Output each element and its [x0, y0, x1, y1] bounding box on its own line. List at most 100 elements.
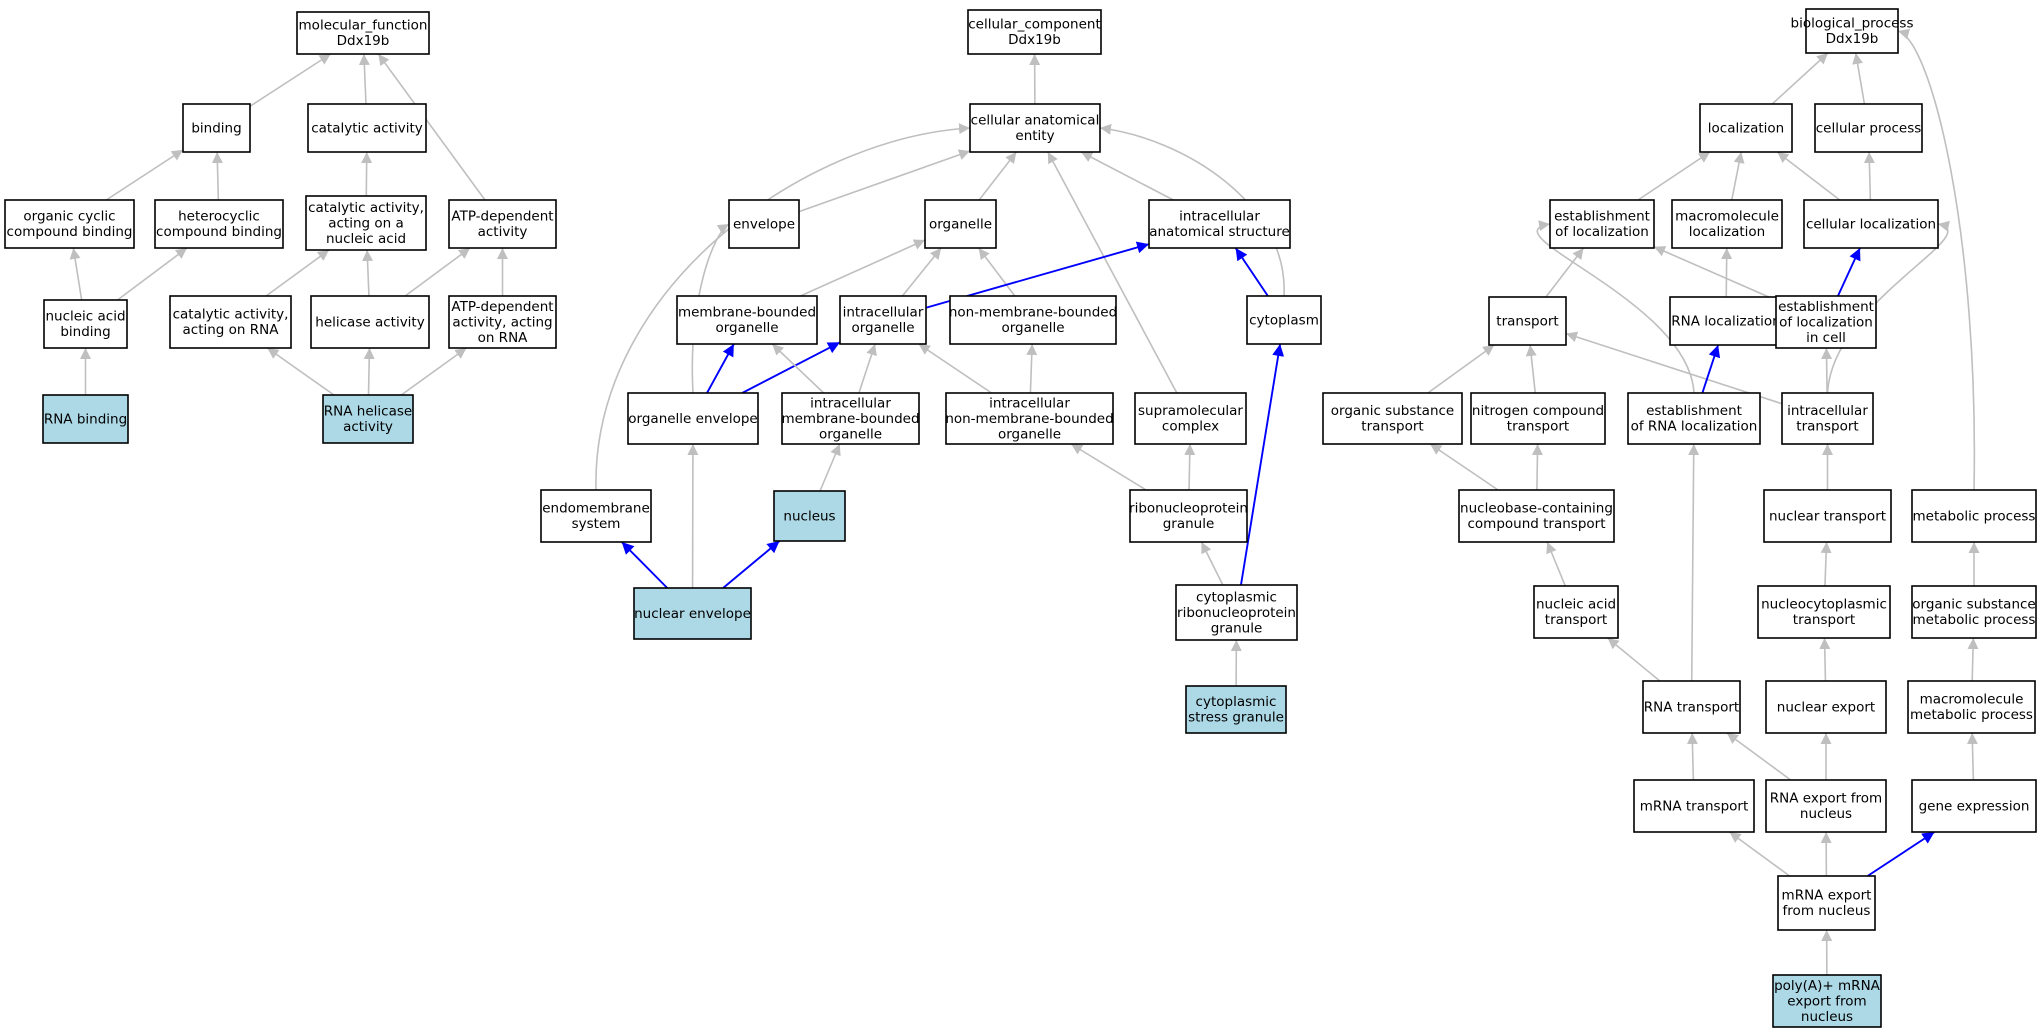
- edge-nucleus-to-intra-membrane: [819, 443, 841, 492]
- edge-cellular-process-to-bp-root: [1852, 52, 1866, 105]
- node-box: [310, 295, 430, 349]
- node-label-line: on RNA: [478, 330, 529, 346]
- node-box: [839, 295, 927, 345]
- node-label-line: nuclear export: [1777, 699, 1875, 715]
- node-label-line: binding: [191, 120, 241, 136]
- node-label-line: organelle: [998, 426, 1061, 442]
- edge-intracellular-org-to-organelle: [901, 247, 942, 297]
- edge-layer: [69, 28, 1980, 976]
- node-label-line: nucleobase-containing: [1460, 501, 1613, 517]
- node-box: [1627, 392, 1761, 445]
- node-box: [305, 195, 427, 251]
- node-label-line: acting on a: [328, 215, 404, 231]
- node-label-line: intracellular: [989, 395, 1070, 411]
- node-nucleus: nucleus: [773, 490, 846, 542]
- node-label-line: non-membrane-bounded: [945, 411, 1113, 427]
- node-label-line: transport: [1507, 419, 1569, 435]
- node-box: [945, 392, 1114, 445]
- node-box: [182, 103, 251, 153]
- edge-cellular-loc-to-localization: [1776, 151, 1841, 201]
- edge-est-localization-to-localization: [1637, 151, 1711, 201]
- node-label-line: catalytic activity: [311, 120, 423, 136]
- node-label-line: macromolecule: [1675, 209, 1779, 225]
- node-label-line: compound binding: [156, 224, 282, 240]
- node-label-line: binding: [60, 324, 110, 340]
- node-transport: transport: [1488, 296, 1567, 346]
- edge-catalytic-activity-to-mf-root: [358, 53, 370, 105]
- node-box: [448, 295, 557, 349]
- edge-organic-transport-to-transport: [1427, 344, 1495, 394]
- node-box: [1911, 585, 2037, 639]
- node-nuclear-transport: nuclear transport: [1763, 489, 1892, 543]
- node-box: [1148, 199, 1291, 249]
- edge-heterocyclic-to-binding: [211, 151, 223, 201]
- edge-cyto-rnp-granule-to-rnp-granule: [1200, 541, 1224, 586]
- node-label-line: ribonucleoprotein: [1129, 501, 1248, 517]
- edge-mrna-export-to-mrna-transport: [1729, 831, 1791, 877]
- edge-nucleobase-transport-to-organic-transport: [1429, 443, 1499, 491]
- node-box: [773, 490, 846, 542]
- node-label-line: RNA binding: [44, 411, 127, 427]
- node-label-line: nucleic acid: [1536, 597, 1616, 613]
- node-box: [307, 103, 427, 153]
- node-label-line: of localization: [1555, 224, 1649, 240]
- node-label-line: heterocyclic: [178, 209, 260, 225]
- node-box: [43, 299, 128, 349]
- node-box: [1772, 974, 1882, 1028]
- node-label-line: transport: [1796, 419, 1858, 435]
- node-envelope: envelope: [728, 199, 800, 249]
- node-label-line: cytoplasmic: [1196, 589, 1277, 605]
- edge-rna-helicase-to-atp-dep-rna: [400, 347, 467, 396]
- node-box: [1185, 685, 1287, 734]
- node-box: [1911, 489, 2037, 543]
- edge-nucleocyto-to-nuclear-transport: [1820, 541, 1832, 587]
- node-label-line: activity, acting: [452, 314, 552, 330]
- edge-mrna-transport-to-rna-transport: [1686, 732, 1698, 781]
- node-label-line: organic substance: [1331, 403, 1454, 419]
- node-label-line: transport: [1545, 612, 1607, 628]
- node-binding: binding: [182, 103, 251, 153]
- node-label-line: system: [572, 516, 621, 532]
- node-label-line: metabolic process: [1913, 612, 2036, 628]
- node-label-line: intracellular: [843, 305, 924, 321]
- node-label-line: activity: [343, 419, 393, 435]
- node-box: [1671, 199, 1783, 249]
- node-box: [296, 11, 430, 55]
- node-box: [42, 394, 129, 444]
- edge-membrane-bounded-to-organelle: [800, 239, 926, 297]
- edge-metabolic-to-bp-root: [1897, 28, 1976, 491]
- edge-rna-loc-to-macromol-loc: [1721, 247, 1733, 298]
- edge-cytoplasm-to-cae: [1099, 123, 1285, 297]
- node-label-line: ATP-dependent: [451, 299, 553, 315]
- node-label-line: Ddx19b: [1008, 32, 1061, 48]
- edge-nucleic-acid-binding-to-heterocyclic: [117, 247, 188, 301]
- node-catalytic-activity: catalytic activity: [307, 103, 427, 153]
- node-label-line: organelle: [1001, 320, 1064, 336]
- node-label-line: organelle: [715, 320, 778, 336]
- edge-transport-to-est-localization: [1545, 247, 1585, 298]
- edge-localization-to-bp-root: [1771, 52, 1829, 105]
- node-nuclear-export: nuclear export: [1765, 680, 1887, 734]
- node-label-line: poly(A)+ mRNA: [1774, 978, 1881, 994]
- node-label-line: compound binding: [7, 224, 133, 240]
- node-box: [1470, 392, 1606, 445]
- node-label-line: cellular process: [1816, 120, 1922, 136]
- edge-intracellular-as-to-cae: [1080, 151, 1174, 201]
- node-label-line: nucleic acid: [45, 309, 125, 325]
- node-label-line: in cell: [1806, 330, 1846, 346]
- node-label-line: membrane-bounded: [678, 305, 816, 321]
